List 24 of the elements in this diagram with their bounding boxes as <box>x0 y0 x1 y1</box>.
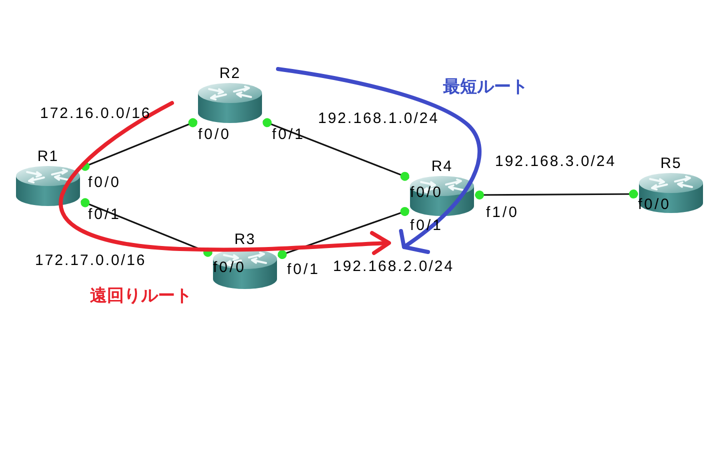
interface-label: f0/0 <box>198 127 232 143</box>
router-name: R1 <box>37 149 59 165</box>
interface-label: f0/1 <box>272 127 306 143</box>
route-label: 最短ルート <box>443 76 528 98</box>
network-label: 172.17.0.0/16 <box>35 252 146 270</box>
route-label: 遠回りルート <box>90 285 192 307</box>
interface-label: f0/0 <box>88 175 122 191</box>
router-name: R2 <box>219 66 241 82</box>
network-label: 192.168.2.0/24 <box>333 258 454 276</box>
network-label: 172.16.0.0/16 <box>40 105 152 123</box>
link-line <box>80 198 212 257</box>
router-name: R4 <box>431 159 453 175</box>
network-label: 192.168.1.0/24 <box>318 110 440 128</box>
link-line <box>262 118 410 181</box>
interface-label: f0/1 <box>287 262 320 278</box>
network-label: 192.168.3.0/24 <box>495 153 616 171</box>
interface-label: f0/1 <box>88 207 122 223</box>
router-name: R5 <box>660 156 682 172</box>
link-line <box>475 190 638 200</box>
interface-label: f1/0 <box>486 205 520 221</box>
router-name: R3 <box>234 232 256 248</box>
link-line <box>278 207 410 259</box>
link-line <box>80 118 198 171</box>
interface-label: f0/0 <box>410 185 444 201</box>
